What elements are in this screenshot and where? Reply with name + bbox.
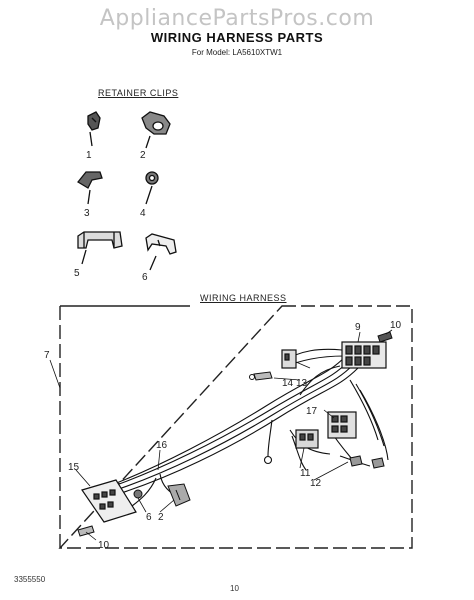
part-number: 11 — [300, 468, 311, 479]
harness-terminal-14[interactable] — [249, 371, 273, 381]
harness-connector-17[interactable] — [327, 411, 357, 439]
part-number: 5 — [74, 268, 80, 279]
harness-connector-9[interactable] — [341, 341, 387, 369]
harness-frame — [58, 305, 413, 549]
harness-connector-15[interactable] — [81, 479, 137, 523]
part-number: 9 — [355, 322, 361, 333]
part-number: 16 — [156, 440, 168, 451]
part-number: 7 — [44, 350, 50, 361]
harness-pin-10-top[interactable] — [377, 331, 393, 343]
part-number: 3 — [84, 208, 90, 219]
harness-clip-2[interactable] — [167, 483, 191, 507]
wiring-harness-heading: WIRING HARNESS — [200, 293, 287, 303]
model-number: For Model: LA5610XTW1 — [191, 48, 283, 57]
part-number: 17 — [306, 406, 318, 417]
leader-lines — [49, 359, 349, 541]
page-number: 10 — [230, 584, 239, 593]
retainer-clip-2[interactable] — [141, 111, 171, 149]
leader-line — [385, 329, 393, 335]
harness-terminal-12[interactable] — [349, 455, 385, 469]
part-number: 6 — [146, 512, 152, 523]
watermark: AppliancePartsPros.com — [99, 6, 375, 31]
part-number: 12 — [310, 478, 322, 489]
part-number: 15 — [68, 462, 80, 473]
part-number: 1 — [86, 150, 92, 161]
retainer-clip-3[interactable] — [77, 171, 103, 205]
page-title: WIRING HARNESS PARTS — [150, 30, 324, 45]
part-number: 10 — [390, 320, 402, 331]
retainer-clip-6[interactable] — [145, 233, 177, 271]
part-number: 10 — [98, 540, 110, 551]
harness-connector-11[interactable] — [295, 429, 319, 449]
part-number: 13 — [296, 378, 308, 389]
document-code: 3355550 — [14, 575, 46, 584]
leader-line — [357, 331, 361, 343]
part-number: 14 — [282, 378, 294, 389]
harness-connector-13[interactable] — [281, 349, 297, 369]
ground-ring-terminal[interactable] — [263, 455, 273, 465]
part-number: 2 — [140, 150, 146, 161]
part-number: 6 — [142, 272, 148, 283]
retainer-clip-5[interactable] — [77, 231, 123, 265]
retainer-clip-4[interactable] — [145, 171, 159, 205]
retainer-clip-1[interactable] — [87, 111, 101, 147]
part-number: 2 — [158, 512, 164, 523]
harness-pin-10-bottom[interactable] — [77, 525, 95, 537]
retainer-clips-heading: RETAINER CLIPS — [98, 88, 179, 98]
part-number: 4 — [140, 208, 146, 219]
harness-clip-6[interactable] — [133, 489, 143, 499]
